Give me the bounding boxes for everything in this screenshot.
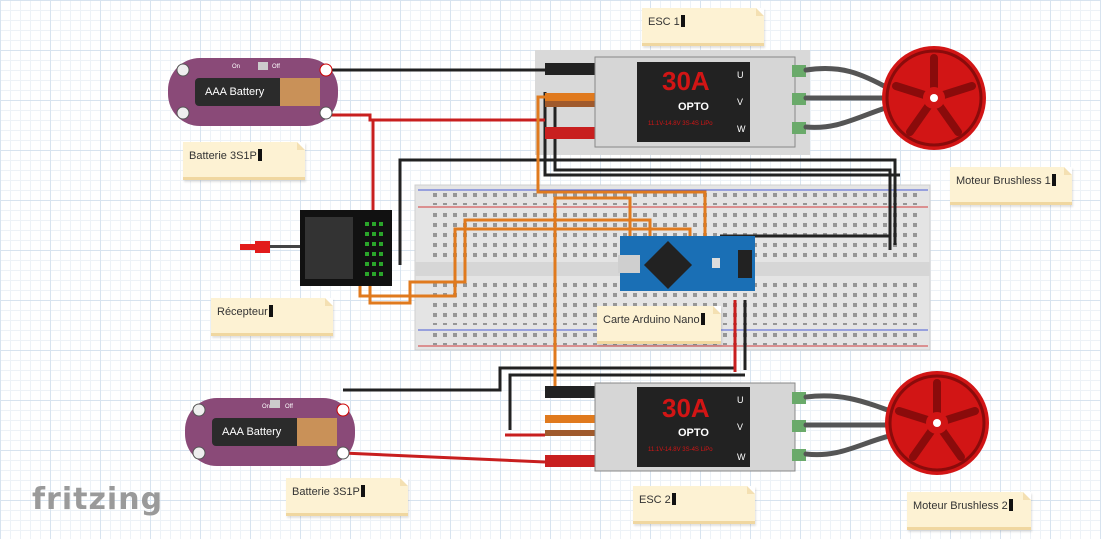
- note-receiver-text: Récepteur: [217, 306, 268, 318]
- note-arduino[interactable]: Carte Arduino Nano: [597, 306, 721, 344]
- text-cursor: [700, 313, 705, 325]
- receiver: [240, 210, 392, 286]
- arduino-nano: [618, 236, 755, 291]
- esc1-phase-w: W: [737, 124, 746, 134]
- text-cursor: [360, 485, 365, 497]
- note-battery-bottom-text: Batterie 3S1P: [292, 486, 360, 498]
- esc2: 30A OPTO 11.1V-14.8V 3S-4S LiPo U V W: [545, 382, 806, 472]
- note-esc2-text: ESC 2: [639, 494, 671, 506]
- note-battery-bottom[interactable]: Batterie 3S1P: [286, 478, 408, 516]
- esc2-phase-w: W: [737, 452, 746, 462]
- esc2-brand: OPTO: [678, 427, 709, 439]
- note-battery-top-text: Batterie 3S1P: [189, 150, 257, 162]
- battery-bottom-on: On: [262, 404, 270, 410]
- note-motor1-text: Moteur Brushless 1: [956, 175, 1051, 187]
- note-motor2[interactable]: Moteur Brushless 2: [907, 492, 1031, 530]
- text-cursor: [257, 149, 262, 161]
- battery-bottom: AAA Battery On Off: [185, 398, 355, 466]
- battery-top-on: On: [232, 64, 240, 70]
- esc1-rating: 30A: [662, 66, 710, 96]
- motor1: [882, 46, 986, 150]
- esc1-phase-v: V: [737, 97, 743, 107]
- battery-bottom-label: AAA Battery: [222, 426, 282, 438]
- note-motor1[interactable]: Moteur Brushless 1: [950, 167, 1072, 205]
- battery-top-off: Off: [272, 64, 280, 70]
- text-cursor: [1051, 174, 1056, 186]
- note-esc1[interactable]: ESC 1: [642, 8, 764, 46]
- note-receiver[interactable]: Récepteur: [211, 298, 333, 336]
- note-esc2[interactable]: ESC 2: [633, 486, 755, 524]
- text-cursor: [1008, 499, 1013, 511]
- esc2-phase-v: V: [737, 422, 743, 432]
- wires-orange: [358, 95, 707, 394]
- esc2-rating: 30A: [662, 393, 710, 423]
- motor2: [885, 371, 989, 475]
- esc1-brand: OPTO: [678, 101, 709, 113]
- battery-bottom-off: Off: [285, 404, 293, 410]
- note-arduino-text: Carte Arduino Nano: [603, 314, 700, 326]
- text-cursor: [268, 305, 273, 317]
- text-cursor: [680, 15, 685, 27]
- esc1: 30A OPTO 11.1V-14.8V 3S-4S LiPo U V W: [545, 56, 806, 148]
- esc1-phase-u: U: [737, 70, 744, 80]
- note-esc1-text: ESC 1: [648, 16, 680, 28]
- text-cursor: [671, 493, 676, 505]
- note-motor2-text: Moteur Brushless 2: [913, 500, 1008, 512]
- battery-top: AAA Battery On Off: [168, 58, 338, 126]
- esc2-phase-u: U: [737, 395, 744, 405]
- note-battery-top[interactable]: Batterie 3S1P: [183, 142, 305, 180]
- esc1-spec: 11.1V-14.8V 3S-4S LiPo: [648, 121, 713, 127]
- battery-top-label: AAA Battery: [205, 86, 265, 98]
- esc2-spec: 11.1V-14.8V 3S-4S LiPo: [648, 447, 713, 453]
- fritzing-logo: fritzing: [32, 482, 164, 517]
